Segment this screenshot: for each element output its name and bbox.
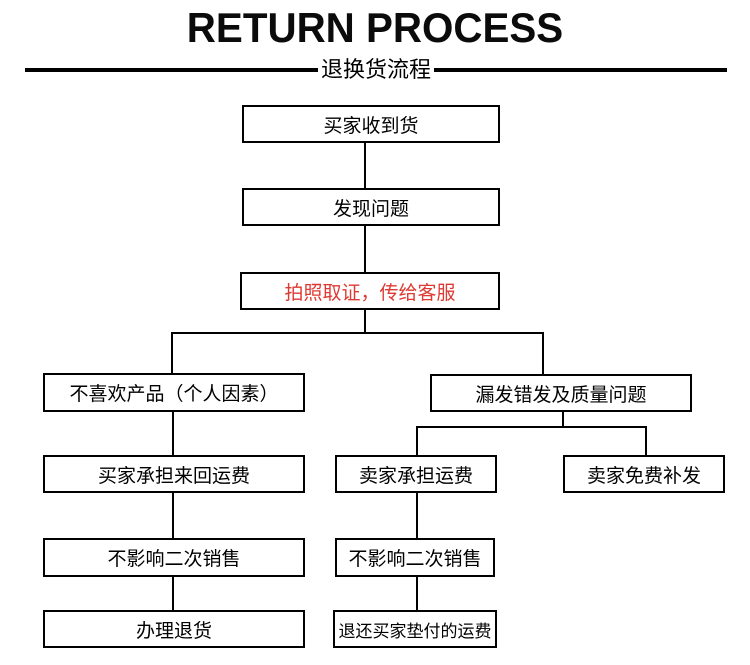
flow-node-seller-pays-shipping: 卖家承担运费 (335, 455, 497, 493)
page-title: RETURN PROCESS (186, 4, 564, 51)
subtitle-rule-right (434, 68, 728, 72)
page-subtitle: 退换货流程 (321, 57, 432, 82)
subtitle-row: 退换货流程 (25, 55, 728, 85)
flow-node-photo-evidence: 拍照取证，传给客服 (240, 272, 500, 310)
flow-node-buyer-receives: 买家收到货 (242, 105, 500, 143)
connector-line (542, 332, 544, 374)
flow-node-no-resale-impact-left: 不影响二次销售 (43, 538, 305, 577)
flow-node-seller-free-reissue: 卖家免费补发 (563, 455, 725, 493)
connector-line (562, 412, 564, 427)
flow-node-buyer-pays-roundtrip: 买家承担来回运费 (43, 455, 305, 493)
connector-line (171, 332, 544, 334)
connector-line (172, 493, 174, 538)
connector-line (416, 426, 418, 455)
flow-node-wrong-missing-quality: 漏发错发及质量问题 (430, 374, 692, 412)
flow-node-find-problem: 发现问题 (242, 188, 500, 226)
flow-node-no-resale-impact-mid: 不影响二次销售 (335, 538, 495, 577)
flow-node-process-return: 办理退货 (43, 610, 305, 648)
connector-line (645, 426, 647, 455)
connector-line (364, 143, 366, 188)
connector-line (416, 493, 418, 538)
connector-line (171, 332, 173, 373)
connector-line (364, 310, 366, 333)
connector-line (172, 412, 174, 455)
subtitle-rule-left (25, 68, 318, 72)
connector-line (416, 426, 647, 428)
flow-node-dislike-product: 不喜欢产品（个人因素） (43, 373, 305, 412)
connector-line (172, 577, 174, 610)
flow-node-refund-advance-shipping: 退还买家垫付的运费 (333, 610, 497, 648)
connector-line (416, 577, 418, 610)
connector-line (364, 226, 366, 272)
